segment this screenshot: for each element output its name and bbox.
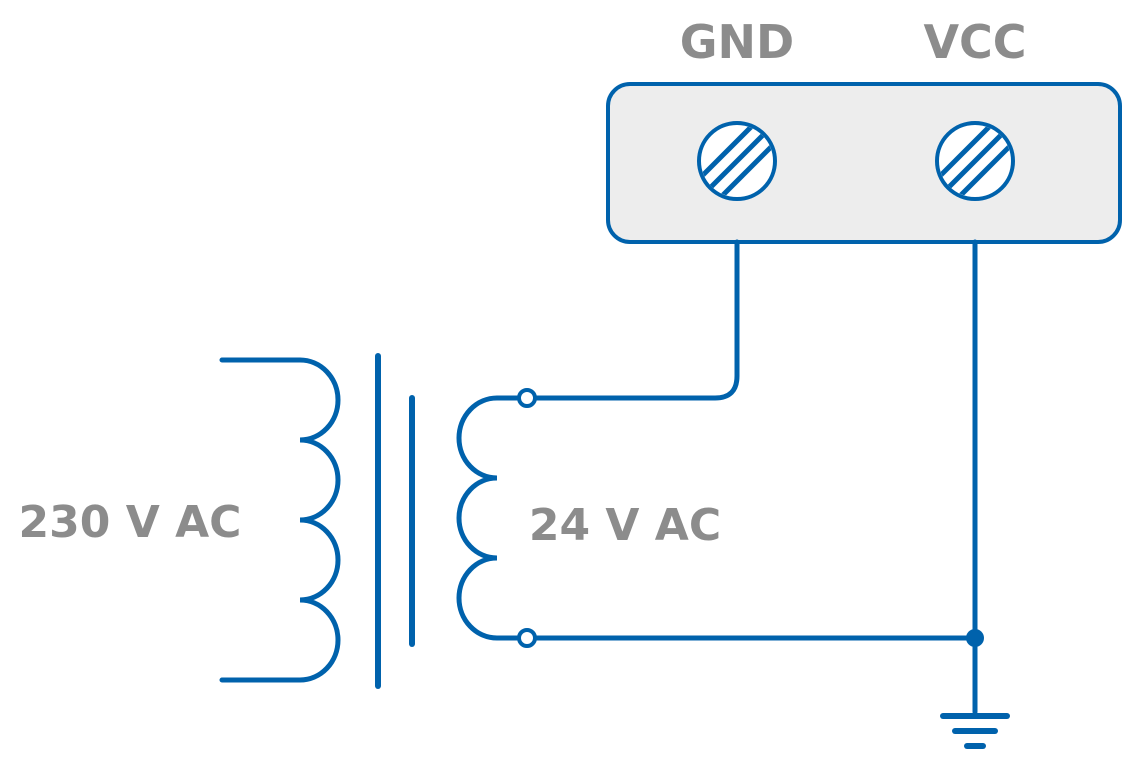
transformer-secondary-coil xyxy=(456,395,522,641)
secondary-top-terminal xyxy=(517,388,537,408)
transformer-core xyxy=(375,353,415,689)
terminal-block xyxy=(606,82,1122,244)
gnd-label: GND xyxy=(680,15,794,69)
vcc-screw-icon xyxy=(935,121,1015,201)
secondary-bottom-terminal xyxy=(517,628,537,648)
gnd-wire xyxy=(532,239,740,401)
junction-dot xyxy=(966,629,984,647)
vcc-label: VCC xyxy=(923,15,1026,69)
transformer-primary-coil xyxy=(219,357,341,683)
secondary-voltage-label: 24 V AC xyxy=(529,500,721,551)
gnd-screw-icon xyxy=(697,121,777,201)
earth-ground-icon xyxy=(940,713,1010,749)
primary-voltage-label: 230 V AC xyxy=(19,497,242,548)
